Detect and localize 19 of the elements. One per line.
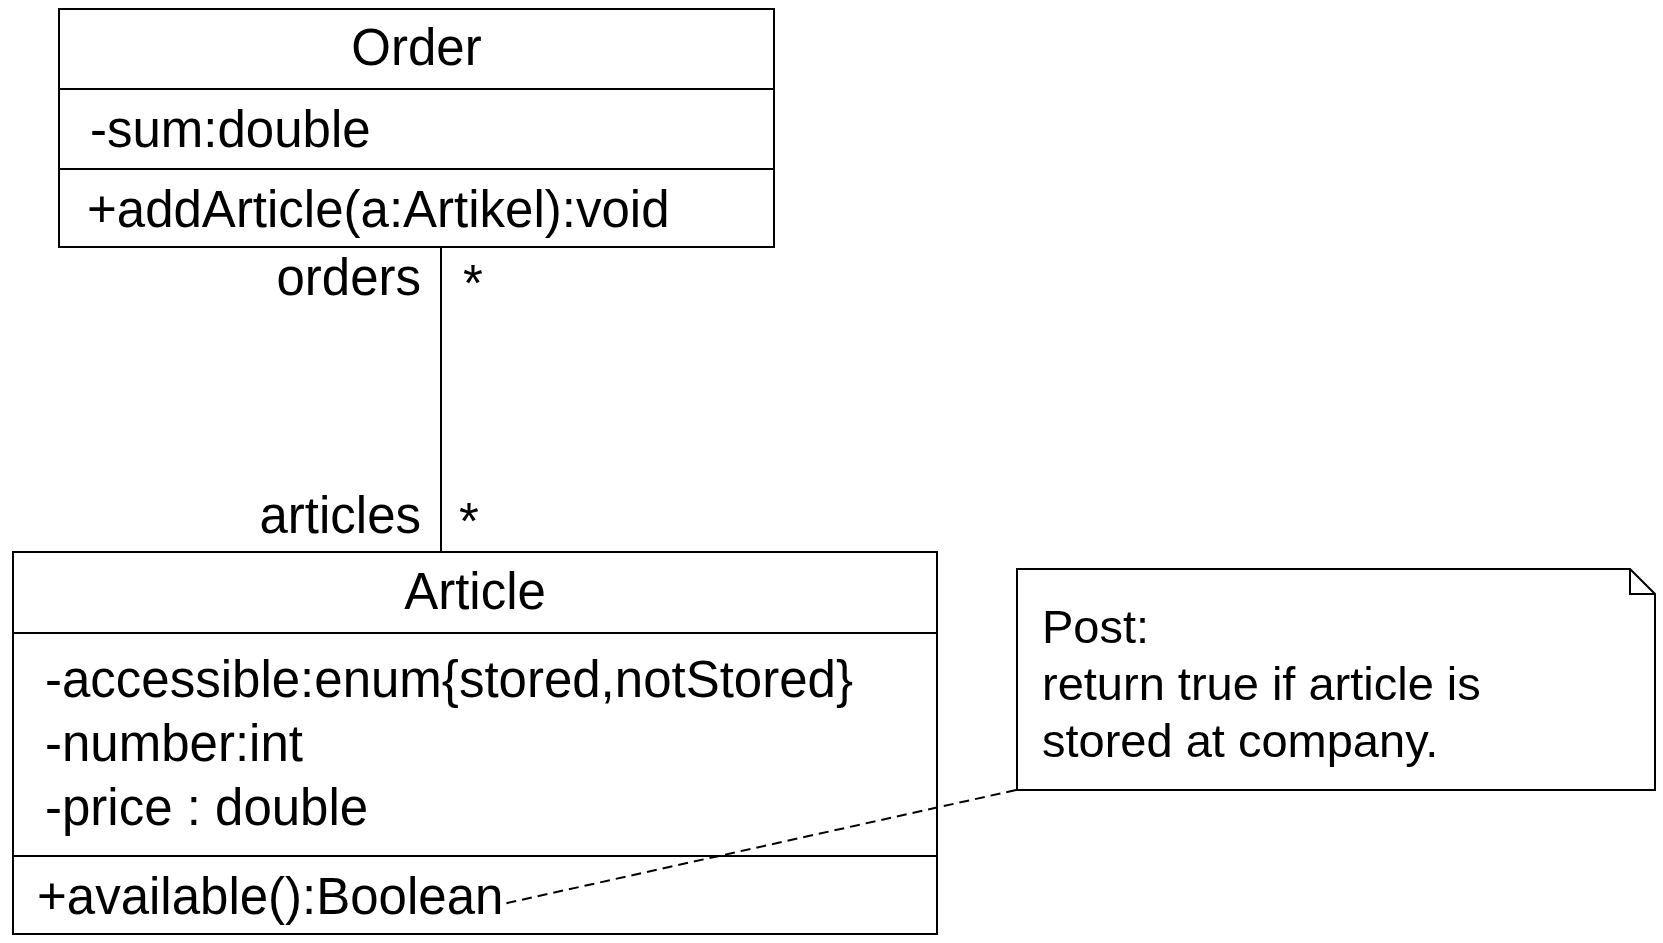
association-line xyxy=(440,247,442,552)
note-connector xyxy=(504,789,1017,905)
attribute-text: -number:int xyxy=(45,714,304,774)
multiplicity-label: * xyxy=(463,256,483,312)
attribute-text: -sum:double xyxy=(90,100,372,160)
note xyxy=(1016,568,1656,791)
class-box xyxy=(58,8,775,248)
class-name: Order xyxy=(350,18,483,78)
role-name: orders xyxy=(276,250,421,306)
note-text: return true if article is stored at company. xyxy=(1042,656,1482,769)
operation-text: +available():Boolean xyxy=(37,857,504,937)
class-name: Article xyxy=(403,562,547,622)
role-name: articles xyxy=(259,488,421,544)
attribute-text: -price : double xyxy=(45,778,370,838)
operation-text: +addArticle(a:Artikel):void xyxy=(87,180,671,240)
multiplicity-label: * xyxy=(459,494,479,550)
attribute-text: -accessible:enum{stored,notStored} xyxy=(45,650,854,710)
class-box xyxy=(12,551,938,935)
note-heading: Post: xyxy=(1042,599,1151,655)
